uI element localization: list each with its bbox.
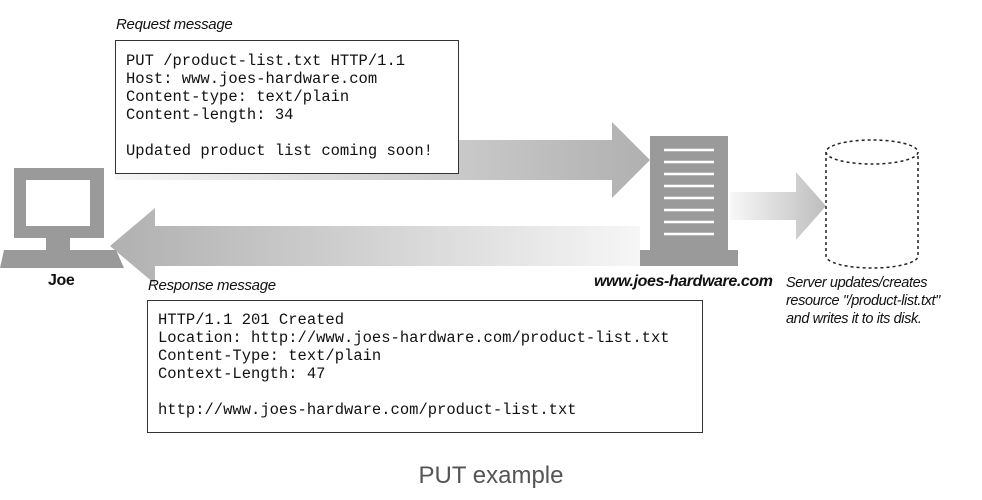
request-caption: Request message [116,16,233,33]
request-line: Content-length: 34 [126,106,294,124]
request-line: PUT /product-list.txt HTTP/1.1 [126,52,406,70]
response-caption: Response message [148,277,276,294]
disk-write-arrow [730,172,826,240]
server-label: www.joes-hardware.com [594,273,773,290]
server-icon [640,136,738,266]
disk-cylinder-icon [825,139,919,269]
response-line: HTTP/1.1 201 Created [158,311,345,329]
response-message-box: HTTP/1.1 201 Created Location: http://ww… [147,300,703,433]
request-line: Content-type: text/plain [126,88,350,106]
storage-note: Server updates/creates resource "/produc… [786,274,940,328]
request-line: Host: www.joes-hardware.com [126,70,378,88]
figure-caption: PUT example [418,462,564,489]
response-line: Context-Length: 47 [158,365,326,383]
response-body: http://www.joes-hardware.com/product-lis… [158,401,577,419]
computer-icon [0,168,124,268]
storage-note-line: Server updates/creates [786,275,928,291]
storage-note-line: resource "/product-list.txt" [786,293,940,309]
request-body: Updated product list coming soon! [126,142,433,160]
client-label: Joe [48,272,75,289]
response-arrow [110,208,640,284]
response-line: Content-Type: text/plain [158,347,382,365]
request-message-box: PUT /product-list.txt HTTP/1.1 Host: www… [115,40,459,174]
storage-note-line: and writes it to its disk. [786,311,922,327]
response-line: Location: http://www.joes-hardware.com/p… [158,329,670,347]
